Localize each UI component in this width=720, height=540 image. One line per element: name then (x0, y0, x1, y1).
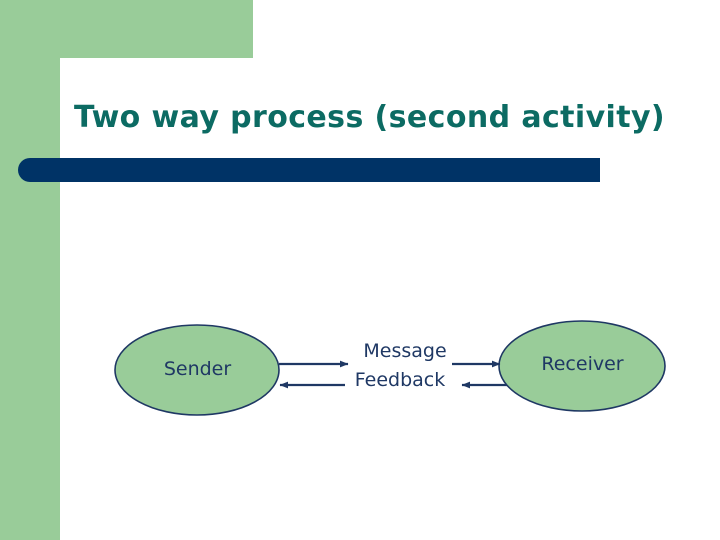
edge-feedback-label: Feedback (354, 369, 446, 391)
navy-title-underline (18, 158, 600, 182)
white-content-panel (60, 58, 720, 540)
node-sender[interactable] (114, 324, 280, 416)
node-sender-label: Sender (163, 358, 232, 380)
edge-message-label: Message (363, 340, 447, 362)
page-title: Two way process (second activity) (74, 100, 666, 135)
green-sidebar-band (0, 0, 60, 540)
green-top-block (0, 0, 253, 58)
node-receiver-label: Receiver (541, 353, 624, 375)
